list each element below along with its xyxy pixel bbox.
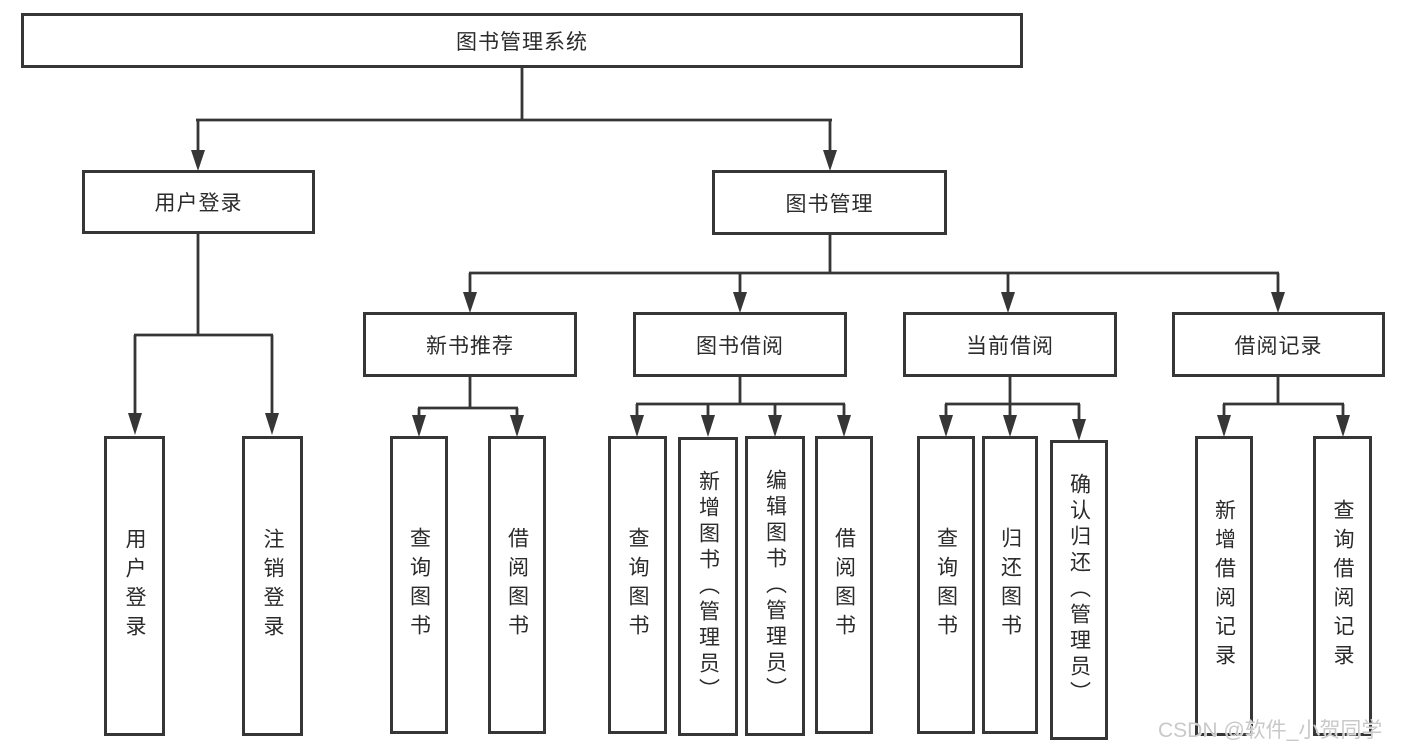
node-book-borrow-label: 图书借阅 xyxy=(696,334,784,358)
leaf-query-books-borrow: 查询图书 xyxy=(608,436,667,734)
leaf-query-books-recommend-label: 查询图书 xyxy=(407,527,431,643)
node-new-book-recommend-label: 新书推荐 xyxy=(426,334,514,358)
leaf-add-book-admin: 新增图书（管理员） xyxy=(678,437,738,736)
connector-current-borrow-branch xyxy=(939,377,1086,441)
leaf-edit-book-admin: 编辑图书（管理员） xyxy=(745,436,805,736)
connector-borrow-records-branch xyxy=(1217,377,1350,437)
leaf-borrow-books-2-label: 借阅图书 xyxy=(832,527,856,643)
leaf-query-books-current: 查询图书 xyxy=(917,436,975,734)
connector-root-to-level2 xyxy=(191,68,837,171)
node-book-management-label: 图书管理 xyxy=(785,192,874,216)
leaf-add-borrow-record-label: 新增借阅记录 xyxy=(1212,499,1236,673)
node-current-borrow-label: 当前借阅 xyxy=(966,334,1054,358)
leaf-confirm-return-admin: 确认归还（管理员） xyxy=(1050,440,1108,740)
connector-new-book-branch xyxy=(412,377,524,437)
leaf-logout: 注销登录 xyxy=(242,436,303,736)
node-new-book-recommend: 新书推荐 xyxy=(363,312,577,377)
leaf-borrow-books-recommend: 借阅图书 xyxy=(488,436,546,734)
node-user-login-label: 用户登录 xyxy=(154,192,243,215)
leaf-query-books-borrow-label: 查询图书 xyxy=(626,527,649,643)
node-book-management: 图书管理 xyxy=(712,170,947,235)
csdn-watermark: CSDN @软件_小贺同学 xyxy=(1158,719,1383,742)
node-library-system-label: 图书管理系统 xyxy=(456,30,588,54)
leaf-return-book: 归还图书 xyxy=(982,436,1038,734)
node-user-login: 用户登录 xyxy=(82,170,315,234)
leaf-query-borrow-record-label: 查询借阅记录 xyxy=(1331,499,1354,673)
connector-user-login-branch xyxy=(128,234,279,435)
leaf-logout-label: 注销登录 xyxy=(261,528,284,644)
node-current-borrow: 当前借阅 xyxy=(903,312,1117,377)
node-library-system: 图书管理系统 xyxy=(21,13,1023,68)
connector-book-borrow-branch xyxy=(630,377,851,437)
leaf-add-borrow-record: 新增借阅记录 xyxy=(1195,436,1253,736)
leaf-borrow-books-recommend-label: 借阅图书 xyxy=(505,527,529,643)
leaf-query-books-recommend: 查询图书 xyxy=(390,436,448,734)
leaf-query-books-current-label: 查询图书 xyxy=(934,527,958,643)
leaf-user-login: 用户登录 xyxy=(104,436,165,736)
leaf-borrow-books-2: 借阅图书 xyxy=(815,436,873,734)
node-borrow-records: 借阅记录 xyxy=(1172,312,1385,377)
leaf-add-book-admin-label: 新增图书（管理员） xyxy=(696,469,720,704)
leaf-edit-book-admin-label: 编辑图书（管理员） xyxy=(763,469,787,703)
leaf-query-borrow-record: 查询借阅记录 xyxy=(1313,436,1372,736)
leaf-user-login-label: 用户登录 xyxy=(123,528,146,644)
node-book-borrow: 图书借阅 xyxy=(633,312,847,377)
node-borrow-records-label: 借阅记录 xyxy=(1234,334,1323,358)
leaf-return-book-label: 归还图书 xyxy=(998,527,1022,643)
connector-book-management-branch xyxy=(463,235,1285,313)
leaf-confirm-return-admin-label: 确认归还（管理员） xyxy=(1067,473,1091,707)
